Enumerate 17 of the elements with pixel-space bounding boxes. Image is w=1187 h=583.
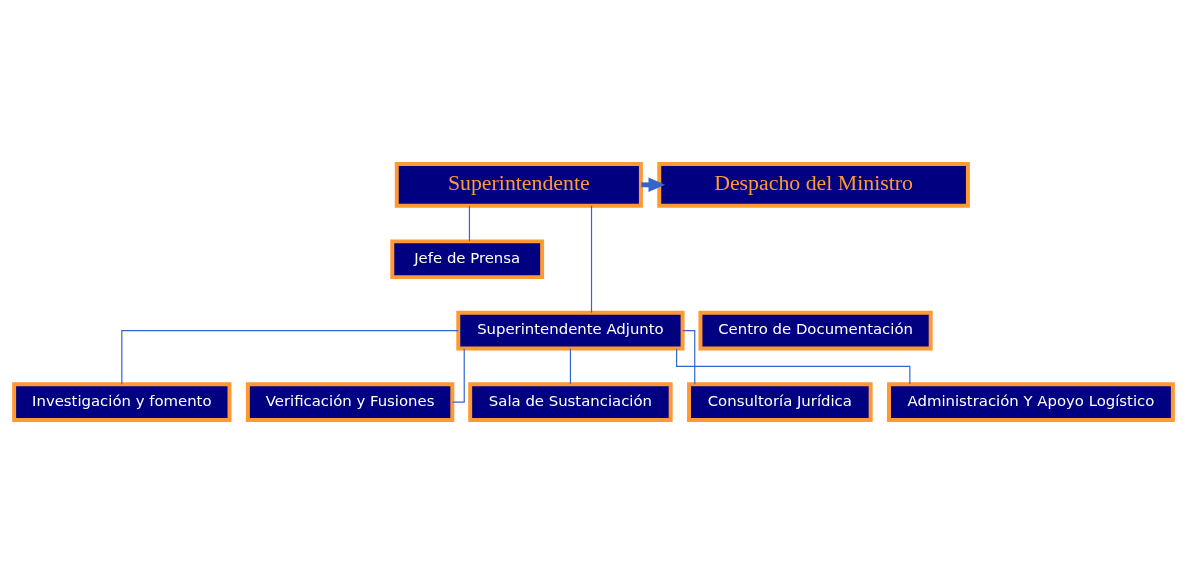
node-box: Jefe de Prensa (390, 238, 545, 279)
node-box: Investigación y fomento (12, 381, 232, 422)
node-box: Sala de Sustanciación (468, 381, 673, 422)
node-box: Despacho del Ministro (657, 161, 970, 208)
connector (569, 347, 571, 384)
node-box: Administración Y Apoyo Logístico (887, 381, 1175, 422)
node-box: Superintendente (394, 161, 643, 208)
connector (468, 204, 471, 242)
node-box: Consultoría Jurídica (687, 381, 873, 422)
node-box: Superintendente Adjunto (456, 310, 685, 351)
connector (676, 347, 911, 384)
node-box: Centro de Documentación (698, 310, 933, 351)
connector (121, 329, 459, 385)
node-box: Verificación y Fusiones (245, 381, 455, 422)
connector (590, 204, 593, 313)
connector (451, 347, 465, 403)
connector (682, 329, 696, 385)
